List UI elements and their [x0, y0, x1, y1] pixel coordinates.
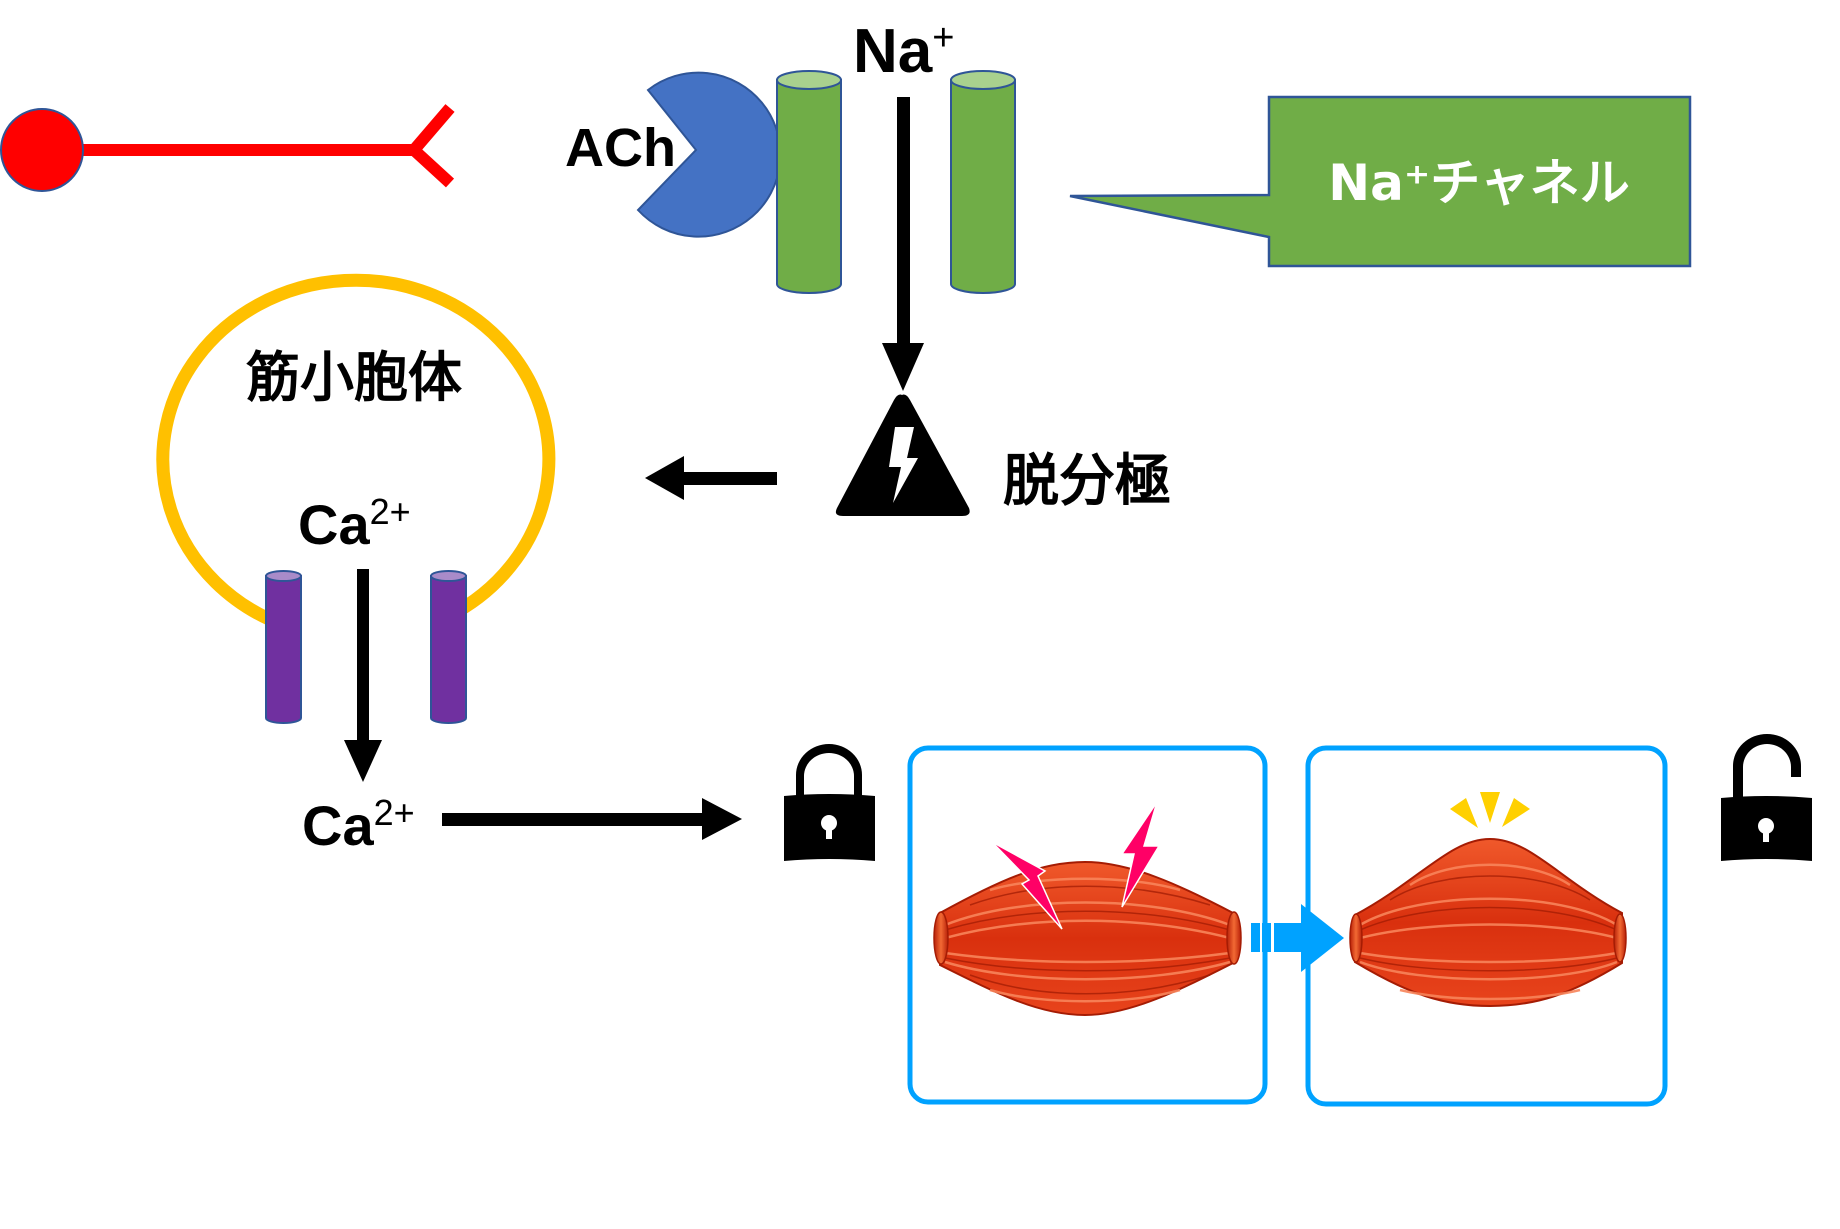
- stimulus-bolt-left-icon: [991, 841, 1063, 930]
- muscle-stimulated-icon: [933, 860, 1242, 1017]
- depolarization-label: 脱分極: [1003, 449, 1171, 514]
- stimulus-bolt-right-icon: [1120, 801, 1161, 908]
- ca-ion-label-released: Ca2+: [302, 792, 415, 857]
- ca-ion-label-inside: Ca2+: [298, 491, 411, 556]
- signal-to-sr-arrow: [645, 456, 777, 500]
- na-channel-callout: Na⁺チャネル: [1069, 95, 1692, 268]
- high-voltage-warning-icon: [835, 394, 970, 516]
- ach-label: ACh: [565, 118, 676, 178]
- sarcoplasmic-reticulum-label: 筋小胞体: [246, 346, 462, 409]
- motor-neuron: [0, 104, 455, 192]
- lock-closed-icon: [784, 744, 875, 861]
- na-channel-left: [776, 70, 842, 294]
- ca-to-lock-arrow: [442, 798, 742, 840]
- ca-release-arrow: [344, 569, 382, 782]
- na-ion-label: Na+: [853, 17, 954, 86]
- contraction-emphasis-icon: [1450, 792, 1530, 828]
- blue-arrow-icon: [1251, 904, 1344, 972]
- ca-channel-left: [265, 570, 302, 724]
- na-channel-right: [950, 70, 1016, 294]
- sarcoplasmic-reticulum-membrane: [156, 273, 556, 632]
- lock-open-icon: [1721, 734, 1812, 861]
- axon-terminal-fork: [405, 104, 455, 188]
- ca-channel-right: [430, 570, 467, 724]
- na-channel-callout-label: Na⁺チャネル: [1328, 154, 1629, 212]
- na-influx-arrow: [882, 97, 924, 391]
- muscle-contracted-icon: [1349, 837, 1627, 1008]
- neuron-cell-body: [0, 108, 84, 192]
- panel-contracted: [1305, 745, 1668, 1107]
